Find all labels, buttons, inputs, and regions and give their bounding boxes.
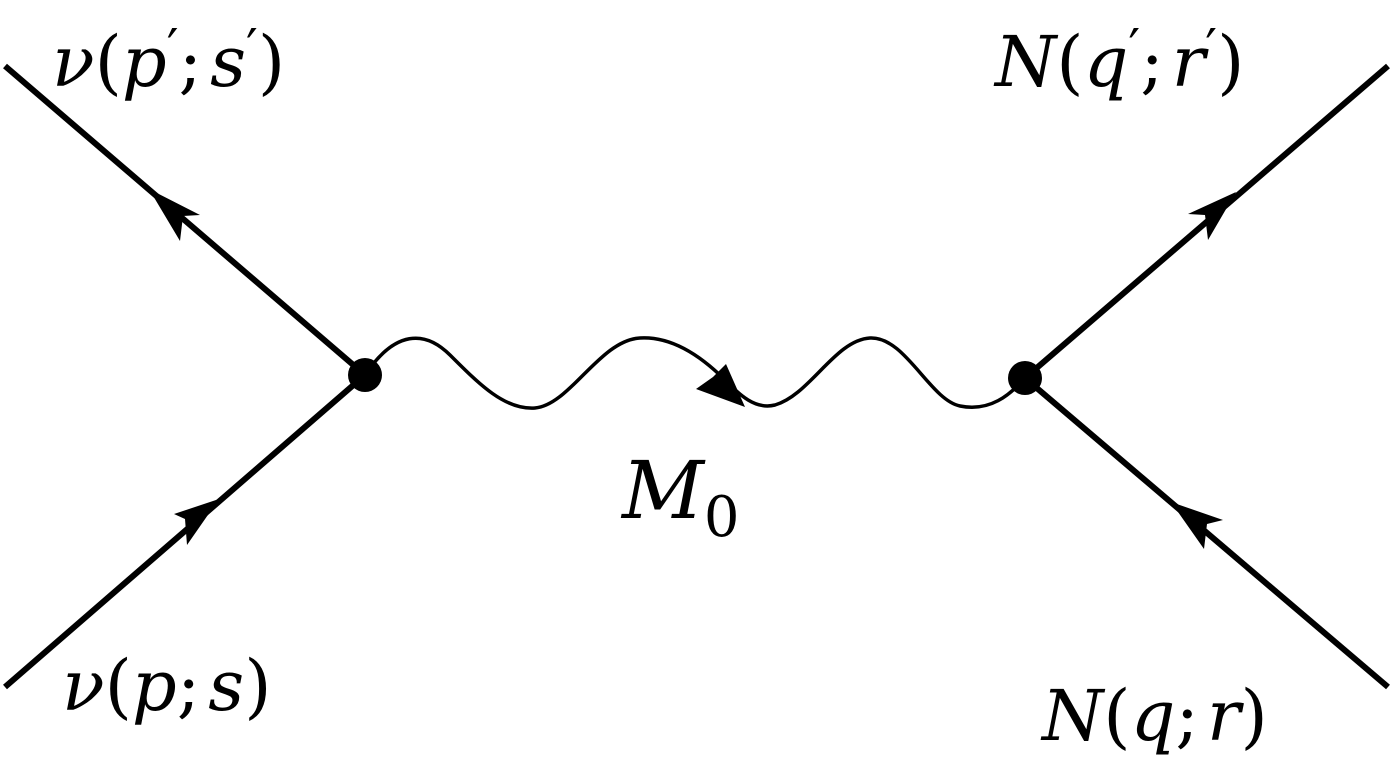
outgoing-neutrino-arrow-icon: [149, 189, 200, 241]
incoming-nucleon-arrow-icon: [1171, 502, 1223, 549]
boson-propagator-arrow-icon: [696, 364, 745, 407]
right-vertex: [1008, 361, 1042, 395]
boson-propagator-wave: [363, 336, 1027, 410]
label-incoming-neutrino: ν(p;s): [62, 645, 272, 727]
left-vertex: [348, 358, 382, 392]
label-outgoing-neutrino: ν(p′;s′): [52, 19, 285, 103]
outgoing-neutrino-line: [3, 63, 367, 378]
label-incoming-nucleon: N(q;r): [1040, 675, 1268, 757]
label-propagator-mass: M0: [620, 444, 740, 550]
label-outgoing-nucleon: N(q′;r′): [993, 19, 1244, 103]
incoming-neutrino-line: [3, 372, 367, 690]
incoming-neutrino-arrow-icon: [174, 499, 219, 545]
outgoing-nucleon-arrow-icon: [1188, 192, 1236, 240]
incoming-nucleon-line: [1023, 375, 1390, 690]
